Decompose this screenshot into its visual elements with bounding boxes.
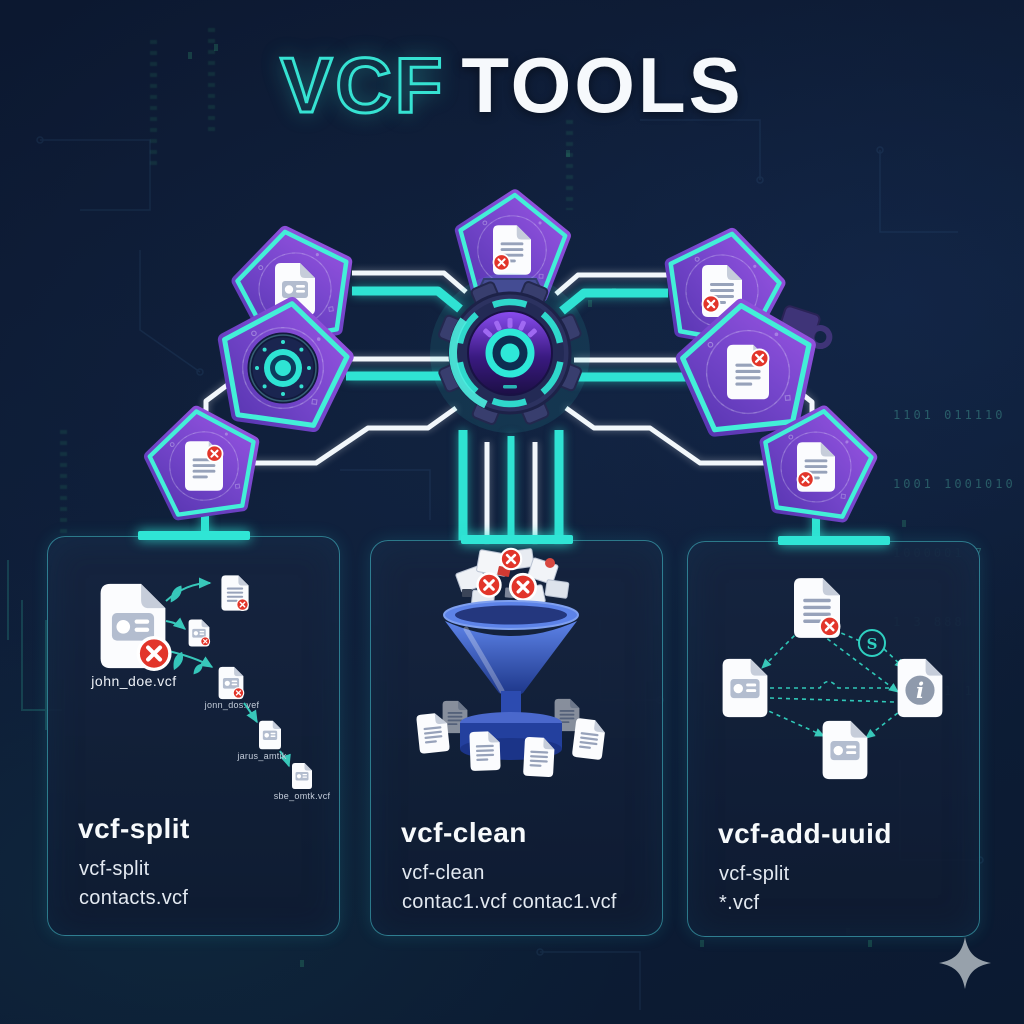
matrix-column (208, 28, 215, 138)
command-line: vcf-split (79, 858, 150, 880)
card-command: vcf-split *.vcf (719, 860, 789, 918)
input-file-label: john_doe.vcf (91, 673, 177, 689)
sparkle-icon (939, 937, 991, 989)
split-output-file-icon (189, 619, 211, 646)
svg-text:S: S (867, 635, 878, 653)
command-line: *.vcf (719, 892, 760, 914)
binary-row: 1001 1001010 (893, 477, 1016, 491)
card-vcf-add-uuid: S i vcf-add-uuid vcf-split *.vcf (687, 536, 980, 937)
uuid-illustration: S i (688, 542, 943, 812)
matrix-column (60, 430, 67, 550)
binary-row: 1101 011110 (893, 408, 1006, 422)
card-connector-bar (777, 536, 890, 545)
uuid-link-lines (761, 629, 905, 739)
node-left-middle (214, 295, 353, 429)
title-rest: TOOLS (461, 41, 744, 129)
uuid-doc-bottom (823, 721, 868, 779)
connector-lines-teal (201, 286, 820, 545)
output-file-label: sbe_omtk.vcf (273, 791, 331, 801)
card-vcf-split: john_doe.vcf jonn_dos.vef jarus_amtik sb… (47, 531, 340, 936)
card-connector-bar (137, 531, 250, 540)
document-error-icon (701, 265, 742, 317)
output-file-label: jarus_amtik (237, 751, 287, 761)
clean-illustration (371, 547, 662, 811)
matrix-column (150, 40, 157, 170)
command-line: vcf-clean (402, 862, 485, 884)
node-left-upper (231, 222, 358, 344)
dirty-files-pile (455, 547, 570, 609)
split-output-file-icon (292, 763, 312, 789)
hub-top-mount (473, 278, 547, 299)
uuid-doc-left (723, 659, 768, 717)
document-error-icon (185, 441, 224, 490)
vcard-document-icon (275, 263, 315, 315)
document-error-icon (727, 345, 770, 400)
node-right-middle (678, 299, 833, 432)
card-vcf-clean: vcf-clean vcf-clean contac1.vcf contac1.… (370, 535, 663, 936)
output-file-label: jonn_dos.vef (204, 700, 260, 710)
card-command: vcf-clean contac1.vcf contac1.vcf (402, 859, 617, 917)
split-output-file-icon (219, 667, 245, 699)
input-vcf-file-icon (101, 584, 170, 669)
split-output-file-icon (221, 575, 250, 612)
card-connector-bar (460, 535, 573, 544)
uuid-doc-top (794, 578, 841, 638)
split-illustration (48, 537, 339, 807)
gear-disc-icon (247, 332, 319, 404)
command-line: contac1.vcf contac1.vcf (402, 891, 617, 913)
card-heading: vcf-clean (401, 817, 527, 848)
node-right-lower (757, 404, 877, 520)
tool-clamp-icon (778, 305, 833, 350)
matrix-column (566, 120, 573, 210)
command-line: contacts.vcf (79, 887, 189, 909)
card-heading: vcf-add-uuid (718, 818, 892, 849)
central-hub (430, 273, 590, 433)
card-command: vcf-split contacts.vcf (79, 855, 188, 913)
svg-text:i: i (916, 679, 924, 704)
split-arrows (159, 577, 291, 768)
node-left-lower (144, 404, 262, 517)
funnel-icon (443, 600, 580, 760)
document-error-icon (796, 442, 835, 491)
connector-lines-white (203, 270, 815, 545)
s-badge: S (858, 629, 886, 657)
node-right-upper (659, 224, 786, 346)
uuid-doc-info: i (897, 658, 943, 718)
hub-core-ring (485, 328, 535, 378)
card-heading: vcf-split (78, 813, 190, 844)
node-top (457, 192, 567, 297)
split-output-file-icon (259, 721, 281, 750)
command-line: vcf-split (719, 863, 790, 885)
document-error-icon (492, 225, 531, 274)
title-accent: VCF (279, 41, 446, 129)
